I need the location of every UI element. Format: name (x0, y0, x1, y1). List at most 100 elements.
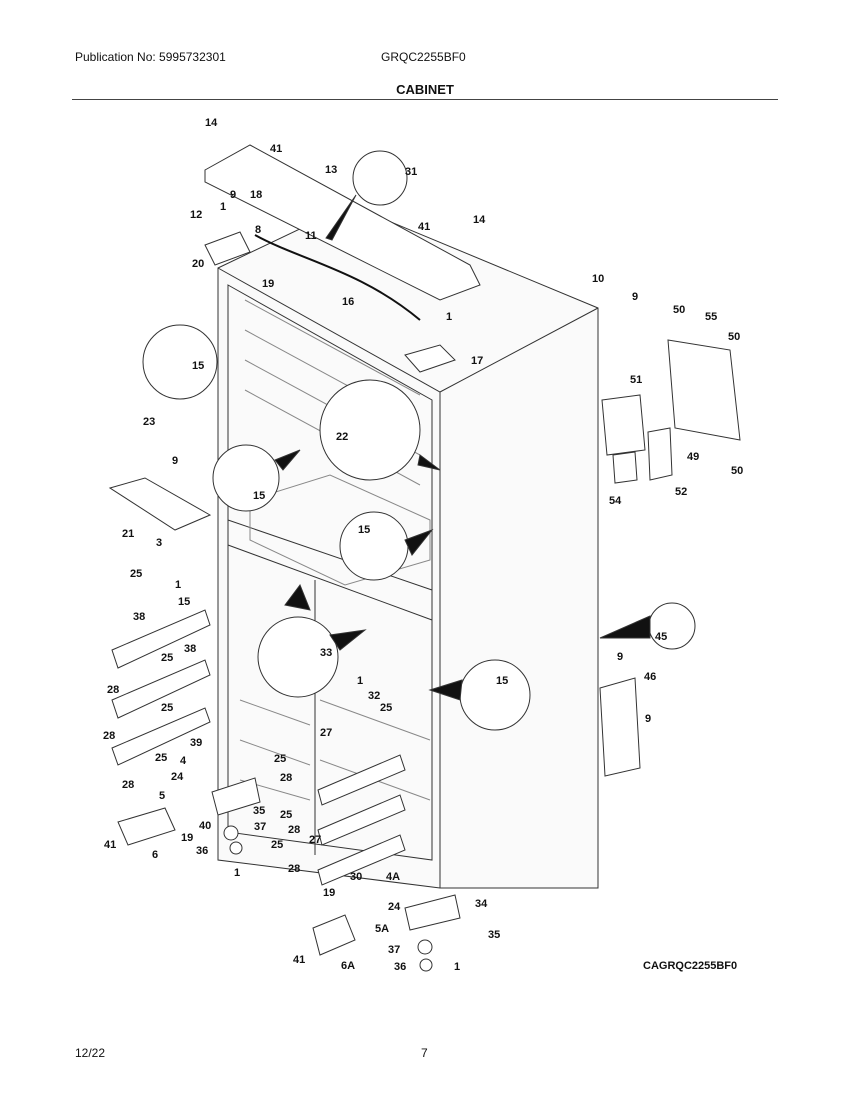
part-label: 9 (172, 455, 178, 467)
part-label: 33 (320, 647, 332, 659)
board-52 (647, 427, 673, 481)
part-label: 46 (644, 671, 656, 683)
part-label: 11 (305, 230, 317, 242)
part-label: 9 (230, 189, 236, 201)
page-number: 7 (421, 1046, 428, 1060)
part-label: 25 (280, 809, 292, 821)
part-label: 36 (196, 845, 208, 857)
part-label: 54 (609, 495, 622, 507)
part-label: 41 (270, 143, 282, 155)
panel-55 (667, 339, 741, 441)
part-label: 45 (655, 631, 667, 643)
part-label: 13 (325, 164, 337, 176)
part-label: 6 (152, 849, 158, 861)
part-label: 38 (133, 611, 145, 623)
handle-39 (111, 707, 211, 766)
part-label: 9 (617, 651, 623, 663)
part-label: 28 (103, 730, 115, 742)
part-label: 5A (375, 923, 389, 935)
diagram-code: CAGRQC2255BF0 (643, 960, 738, 972)
door-rail-21 (108, 477, 212, 531)
part-label: 1 (357, 675, 363, 687)
part-label: 28 (280, 772, 292, 784)
bracket-6A (312, 914, 356, 956)
part-label: 14 (205, 117, 218, 129)
part-label: 35 (253, 805, 265, 817)
handle-38b (111, 659, 211, 719)
part-label: 21 (122, 528, 134, 540)
part-label: 35 (488, 929, 500, 941)
header-rule (72, 99, 778, 100)
part-label: 1 (454, 961, 460, 973)
footer-date: 12/22 (75, 1046, 106, 1060)
part-label: 25 (155, 752, 167, 764)
bracket-34 (404, 894, 461, 931)
part-label: 52 (675, 486, 687, 498)
part-label: 14 (473, 214, 486, 226)
part-label: 32 (368, 690, 380, 702)
part-label: 50 (731, 465, 743, 477)
part-label: 27 (320, 727, 332, 739)
part-label: 15 (358, 524, 370, 536)
part-labels: 14 41 13 31 9 18 12 1 8 11 41 14 20 19 1… (103, 117, 743, 973)
divider-lower (227, 544, 433, 621)
cabinet-line-art (108, 144, 741, 972)
inner-liner (227, 284, 433, 861)
part-label: 25 (380, 702, 392, 714)
part-label: 12 (190, 209, 202, 221)
part-label: 50 (728, 331, 740, 343)
part-label: 6A (341, 960, 355, 972)
part-label: 41 (293, 954, 305, 966)
divider-upper (227, 519, 433, 591)
part-label: 31 (405, 166, 417, 178)
part-label: 34 (475, 898, 488, 910)
part-label: 10 (592, 273, 604, 285)
part-label: 23 (143, 416, 155, 428)
part-label: 15 (496, 675, 508, 687)
part-label: 37 (388, 944, 400, 956)
part-label: 41 (104, 839, 116, 851)
part-label: 37 (254, 821, 266, 833)
part-label: 28 (122, 779, 134, 791)
part-label: 4A (386, 871, 400, 883)
part-label: 3 (156, 537, 162, 549)
part-label: 19 (323, 887, 335, 899)
part-label: 50 (673, 304, 685, 316)
part-label: 15 (192, 360, 204, 372)
part-label: 41 (418, 221, 430, 233)
part-label: 1 (175, 579, 181, 591)
part-label: 19 (262, 278, 274, 290)
part-label: 20 (192, 258, 204, 270)
model-number: GRQC2255BF0 (381, 50, 466, 64)
part-label: 24 (171, 771, 184, 783)
grille-46 (599, 677, 641, 777)
part-label: 38 (184, 643, 196, 655)
part-label: 51 (630, 374, 642, 386)
part-label: 25 (161, 652, 173, 664)
part-label: 25 (271, 839, 283, 851)
part-label: 36 (394, 961, 406, 973)
part-label: 16 (342, 296, 354, 308)
part-label: 55 (705, 311, 717, 323)
part-label: 28 (288, 824, 300, 836)
part-label: 22 (336, 431, 348, 443)
part-label: 5 (159, 790, 165, 802)
part-label: 15 (253, 490, 265, 502)
part-label: 19 (181, 832, 193, 844)
part-label: 1 (234, 867, 240, 879)
publication-number: Publication No: 5995732301 (75, 50, 226, 64)
bracket-6 (117, 807, 176, 846)
part-label: 8 (255, 224, 261, 236)
part-label: 25 (161, 702, 173, 714)
bracket-40 (211, 777, 261, 816)
part-label: 24 (388, 901, 401, 913)
part-label: 30 (350, 871, 362, 883)
part-label: 1 (220, 201, 226, 213)
part-label: 17 (471, 355, 483, 367)
part-label: 28 (288, 863, 300, 875)
part-label: 15 (178, 596, 190, 608)
board-54 (612, 451, 638, 484)
part-label: 28 (107, 684, 119, 696)
part-label: 18 (250, 189, 262, 201)
